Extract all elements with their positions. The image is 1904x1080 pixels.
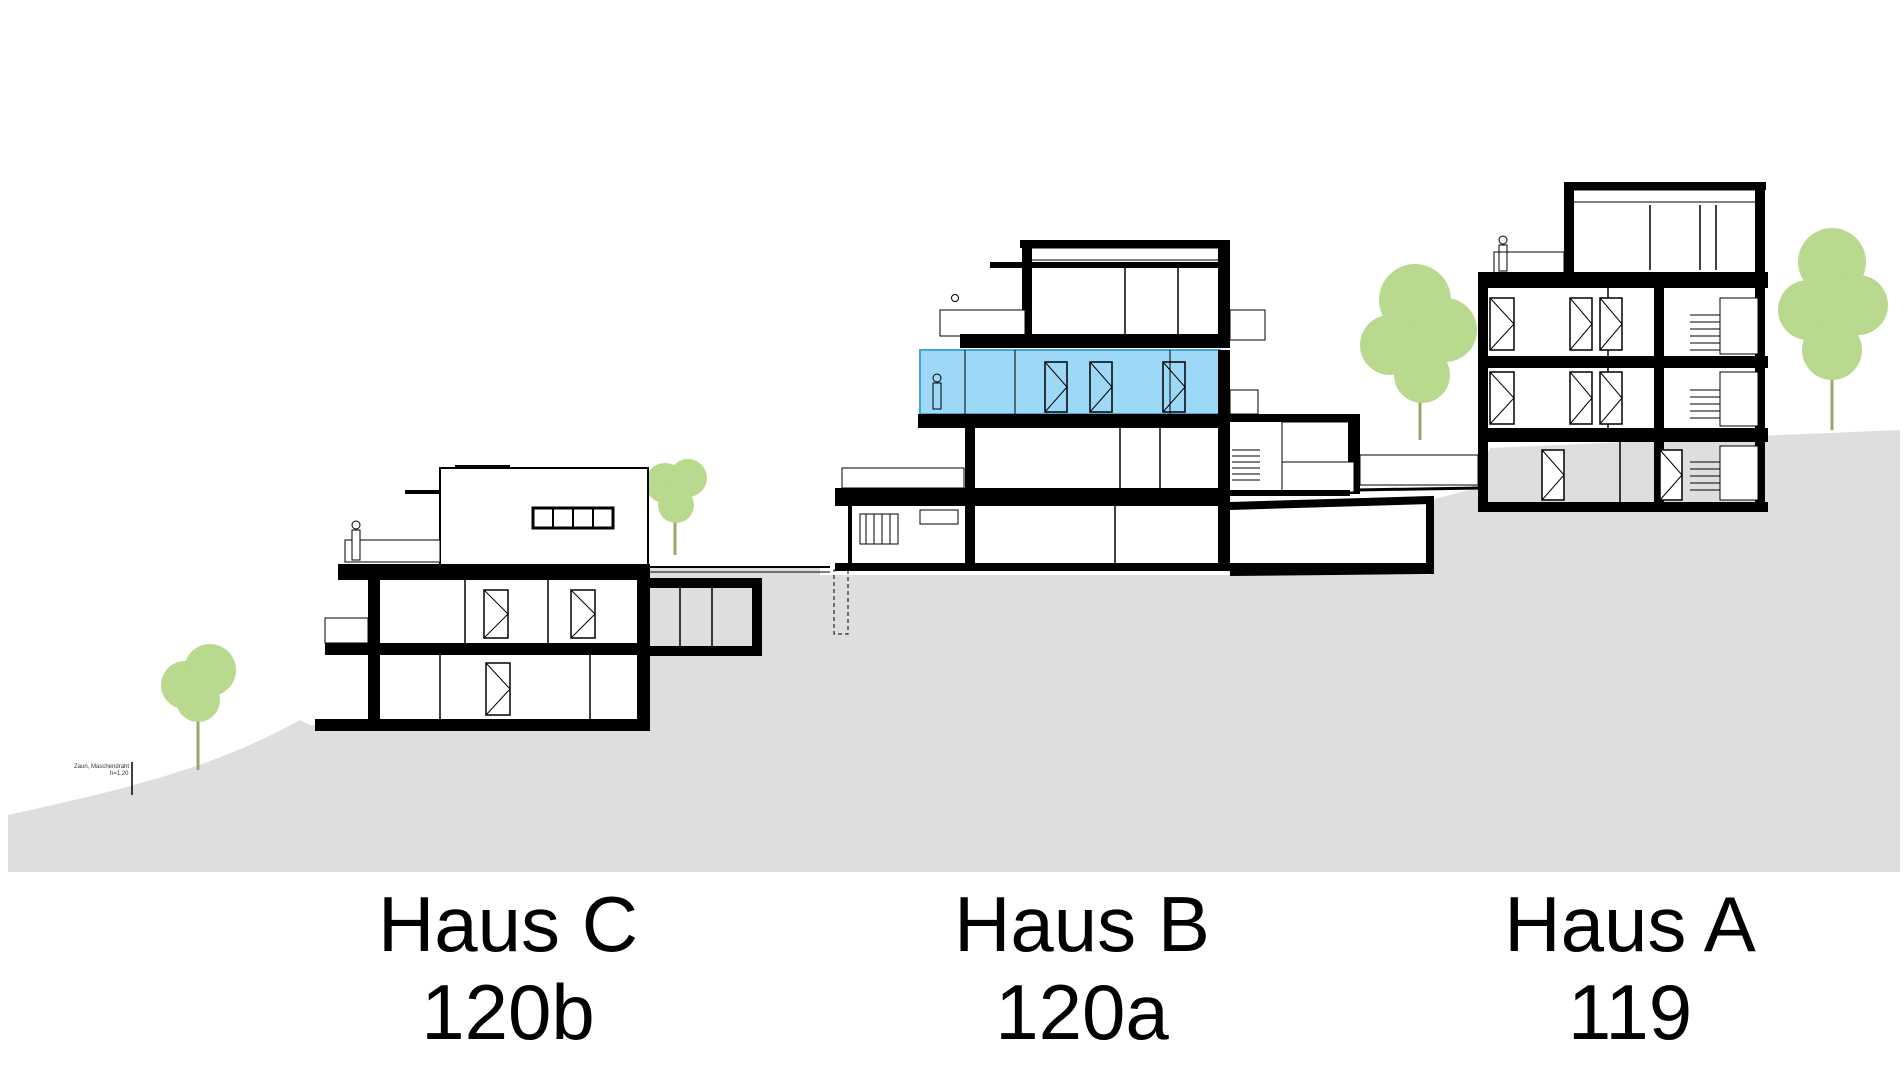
haus-a-section xyxy=(1478,182,1768,512)
haus-b-number: 120a xyxy=(995,968,1169,1056)
haus-b-name: Haus B xyxy=(954,880,1210,968)
haus-c-section xyxy=(315,465,762,731)
haus-a-name: Haus A xyxy=(1504,880,1756,968)
label-haus-a: Haus A 119 xyxy=(1420,880,1840,1056)
path-b-a xyxy=(1354,454,1481,492)
label-haus-c: Haus C 120b xyxy=(298,880,718,1056)
fence-note-line2: h=1,20 xyxy=(110,771,129,777)
terrain xyxy=(8,430,1900,872)
haus-c-name: Haus C xyxy=(377,880,639,968)
haus-b-section xyxy=(835,240,1434,576)
label-haus-b: Haus B 120a xyxy=(872,880,1292,1056)
haus-c-number: 120b xyxy=(421,968,595,1056)
fence-note: Zaun, Maschendraht h=1,20 xyxy=(74,764,129,778)
tree-haus-c xyxy=(645,459,707,555)
haus-a-number: 119 xyxy=(1567,968,1693,1056)
tree-right xyxy=(1778,228,1888,430)
tree-between-b-a xyxy=(1360,264,1477,440)
tree-left xyxy=(161,644,236,770)
fence-note-line1: Zaun, Maschendraht xyxy=(74,764,130,770)
